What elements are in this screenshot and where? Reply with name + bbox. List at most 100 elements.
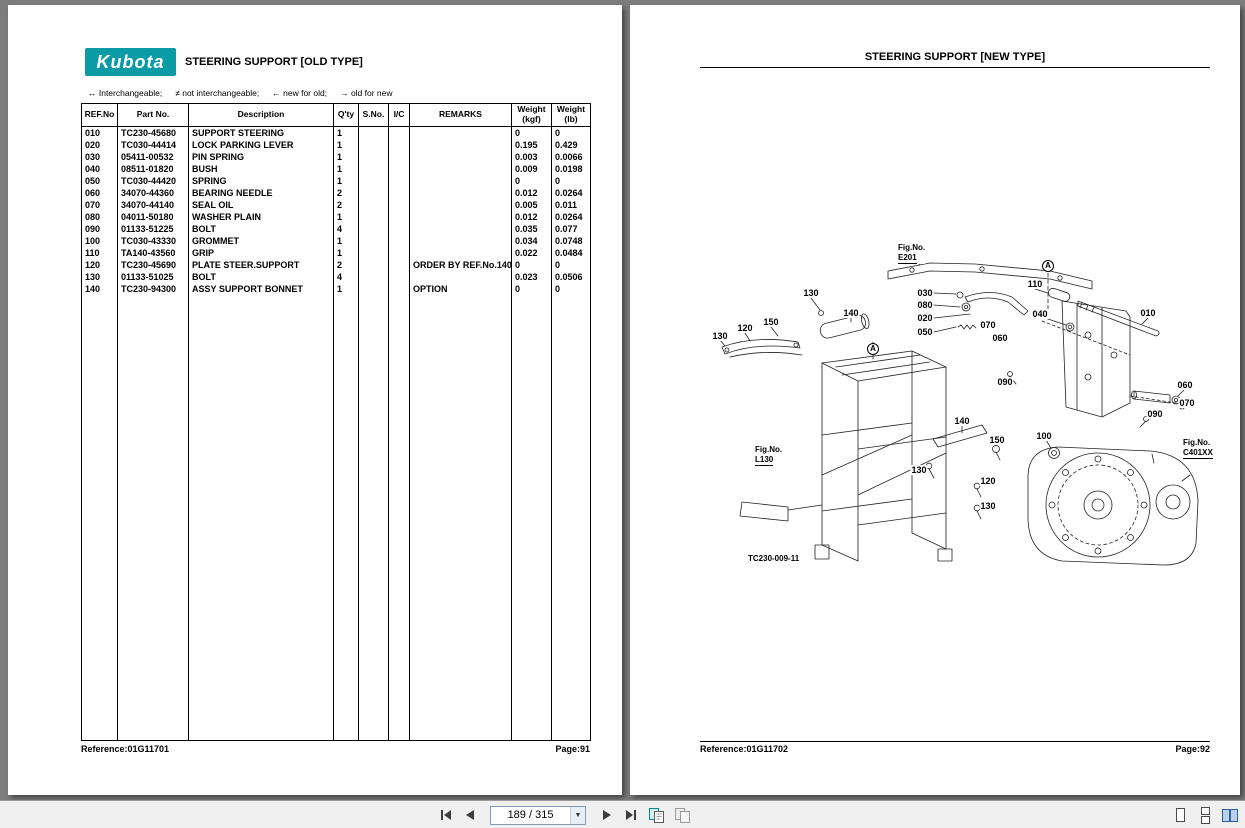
table-cell: 0.009 [511, 162, 552, 175]
table-cell: 0 [511, 258, 552, 271]
table-cell: OPTION [409, 282, 512, 295]
table-filler-cell [358, 294, 389, 741]
table-cell: SPRING [188, 174, 334, 187]
page-number-value[interactable]: 189 / 315 [507, 808, 554, 821]
table-cell [358, 126, 389, 139]
right-page-footer: Reference:01G11702 Page:92 [700, 744, 1210, 754]
table-cell: ASSY SUPPORT BONNET [188, 282, 334, 295]
table-cell [388, 186, 410, 199]
copy-page-icon [674, 807, 690, 823]
table-cell: 0.0748 [551, 234, 591, 247]
table-cell: TC030-44414 [117, 138, 189, 151]
table-filler-row [81, 294, 591, 741]
reference-number: Reference:01G11702 [700, 744, 789, 754]
table-cell: 0.0484 [551, 246, 591, 259]
table-cell: BOLT [188, 222, 334, 235]
previous-page-icon [465, 810, 474, 820]
table-cell [409, 246, 512, 259]
table-cell [409, 270, 512, 283]
table-cell: 030 [81, 150, 118, 163]
table-cell [358, 210, 389, 223]
column-header: Weight (lb) [551, 103, 591, 127]
table-cell: 0.035 [511, 222, 552, 235]
table-cell: 1 [333, 150, 359, 163]
table-cell: 0.022 [511, 246, 552, 259]
column-header: REMARKS [409, 103, 512, 127]
table-cell: 070 [81, 198, 118, 211]
left-page-title: STEERING SUPPORT [OLD TYPE] [185, 56, 363, 68]
footer-rule [700, 741, 1210, 742]
column-header: I/C [388, 103, 410, 127]
table-cell: 0.005 [511, 198, 552, 211]
table-cell [409, 126, 512, 139]
snapshot-button[interactable] [646, 805, 666, 825]
table-cell: 0.003 [511, 150, 552, 163]
table-cell [388, 162, 410, 175]
table-cell: 040 [81, 162, 118, 175]
first-page-icon [440, 810, 451, 820]
table-cell: 0.0198 [551, 162, 591, 175]
legend-not-interchangeable: ≠ not interchangeable; [175, 88, 260, 98]
table-cell: 0.0506 [551, 270, 591, 283]
kubota-logo: Kubota [85, 48, 176, 76]
facing-pages-view-button[interactable] [1221, 805, 1239, 825]
table-cell: 1 [333, 138, 359, 151]
combobox-dropdown-arrow[interactable]: ▼ [570, 806, 585, 824]
table-cell: LOCK PARKING LEVER [188, 138, 334, 151]
table-cell: TA140-43560 [117, 246, 189, 259]
column-header: Weight (kgf) [511, 103, 552, 127]
table-cell: BEARING NEEDLE [188, 186, 334, 199]
table-cell: 0 [511, 126, 552, 139]
first-page-button[interactable] [436, 805, 454, 825]
last-page-button[interactable] [622, 805, 640, 825]
table-cell: SEAL OIL [188, 198, 334, 211]
table-cell: 080 [81, 210, 118, 223]
table-cell: 2 [333, 186, 359, 199]
table-cell [388, 138, 410, 151]
table-cell [358, 174, 389, 187]
table-filler-cell [409, 294, 512, 741]
single-page-view-button[interactable] [1171, 805, 1189, 825]
table-cell: BOLT [188, 270, 334, 283]
table-cell [388, 270, 410, 283]
last-page-icon [625, 810, 636, 820]
table-cell: 1 [333, 234, 359, 247]
left-page-footer: Reference:01G11701 Page:91 [81, 744, 590, 754]
table-filler-cell [511, 294, 552, 741]
table-cell: 2 [333, 198, 359, 211]
table-cell: 04011-50180 [117, 210, 189, 223]
table-cell: 34070-44140 [117, 198, 189, 211]
reference-number: Reference:01G11701 [81, 744, 170, 754]
table-cell: GRIP [188, 246, 334, 259]
column-header: REF.No [81, 103, 118, 127]
bottom-toolbar: 189 / 315 ▼ [0, 800, 1245, 828]
table-cell [409, 162, 512, 175]
table-cell [409, 150, 512, 163]
table-cell: TC230-45680 [117, 126, 189, 139]
previous-page-button[interactable] [460, 805, 478, 825]
continuous-view-button[interactable] [1196, 805, 1214, 825]
next-page-button[interactable] [598, 805, 616, 825]
table-cell: 0.023 [511, 270, 552, 283]
table-cell: 0.077 [551, 222, 591, 235]
copy-page-button[interactable] [672, 805, 692, 825]
page-number-combobox[interactable]: 189 / 315 ▼ [490, 805, 586, 825]
table-filler-cell [551, 294, 591, 741]
right-page-title: STEERING SUPPORT [NEW TYPE] [700, 51, 1210, 68]
table-cell: 0.012 [511, 186, 552, 199]
table-cell: TC030-43330 [117, 234, 189, 247]
legend-new-for-old: ← new for old; [272, 88, 328, 98]
table-cell: 0 [551, 174, 591, 187]
left-page: Kubota STEERING SUPPORT [OLD TYPE] ↔ Int… [8, 5, 622, 795]
